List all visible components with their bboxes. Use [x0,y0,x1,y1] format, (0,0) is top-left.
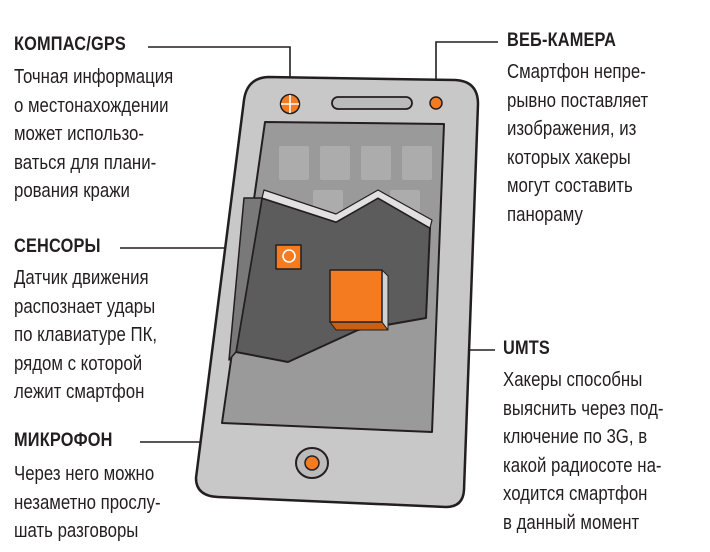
compass-needle [281,95,299,113]
webcam-callout: ВЕБ-КАМЕРА Смартфон непре- рывно поставл… [507,30,710,229]
compass-gps-title: КОМПАС/GPS [14,34,127,55]
webcam-title: ВЕБ-КАМЕРА [507,30,617,51]
sensor-chip-circle [282,249,296,263]
umts-description: Хакеры способны выяснить через под- ключ… [503,369,664,534]
webcam-description: Смартфон непре- рывно поставляет изображ… [507,61,649,226]
sensors-description: Датчик движения распознает удары по клав… [14,267,158,403]
umts-module [329,269,383,323]
cutaway-frame-top [261,189,433,229]
umts-module-top [381,269,389,331]
microphone-callout: МИКРОФОН Через него можно незаметно прос… [14,430,244,546]
smartphone [194,75,480,509]
umts-title: UMTS [503,338,550,359]
microphone-title: МИКРОФОН [14,430,113,451]
sensors-title: СЕНСОРЫ [14,236,101,257]
umts-callout: UMTS Хакеры способны выяснить через под-… [503,338,710,537]
compass-gps-callout: КОМПАС/GPS Точная информация о местонахо… [14,34,244,206]
webcam-lens [429,96,443,110]
cutaway-edge-left [228,197,263,361]
sensors-callout: СЕНСОРЫ Датчик движения распознает удары… [14,236,244,407]
microphone-icon [304,455,320,471]
umts-module-side [329,321,389,331]
earpiece-speaker [331,96,413,110]
compass-gps-description: Точная информация о местонахождении може… [14,66,174,202]
sensor-chip [275,244,302,270]
microphone-description: Через него можно незаметно прослу- шать … [14,463,161,542]
